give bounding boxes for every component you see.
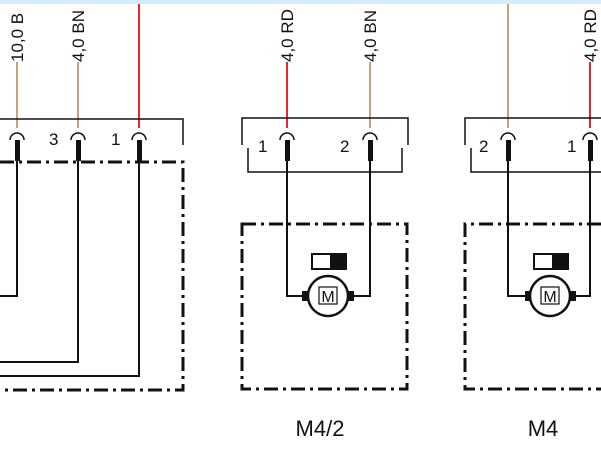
pin-socket [9, 132, 25, 141]
wire-label-10-0-b: 10,0 B [8, 13, 27, 62]
component-m4[interactable]: 4,0 RD 2 1 M M4 [463, 4, 601, 441]
motor-lead [348, 161, 371, 297]
wire-label-4-0-bn-m42: 4,0 BN [361, 10, 380, 62]
left-dashed-enclosure [0, 160, 185, 392]
internal-wire [0, 161, 79, 363]
pin-number: 3 [49, 130, 58, 149]
internal-wire [0, 161, 140, 377]
lead-terminal [345, 291, 354, 301]
pin-socket [70, 132, 86, 141]
wire-label-4-0-rd-m42: 4,0 RD [278, 9, 297, 62]
pin-bar [588, 140, 593, 161]
left-connector-frame [0, 118, 184, 145]
m4-connector-bottom [470, 148, 601, 173]
pin-bar [368, 140, 373, 161]
m4-connector-bracket [464, 117, 601, 145]
left-connector: 10,0 B 4,0 BN 3 1 [0, 4, 185, 392]
pin-number: 2 [479, 137, 488, 156]
svg-text:M: M [321, 289, 334, 306]
lead-terminal [302, 291, 311, 301]
pin-socket [362, 132, 378, 141]
m4-dashed-enclosure [463, 222, 601, 391]
component-m4-2[interactable]: 4,0 RD 4,0 BN 1 2 M M4/2 [240, 9, 409, 441]
pin-socket [279, 132, 295, 141]
switch-icon [533, 253, 569, 270]
pin-bar [137, 140, 142, 161]
motor-lead [507, 161, 530, 297]
motor-lead [570, 161, 591, 297]
pin-socket [582, 132, 598, 141]
internal-wire [0, 161, 18, 297]
motor-icon: M [528, 274, 572, 318]
pin-number: 1 [258, 137, 267, 156]
svg-text:M: M [543, 289, 556, 306]
pin-socket [131, 132, 147, 141]
pin-number: 1 [111, 130, 120, 149]
wire-label-4-0-bn-left: 4,0 BN [69, 10, 88, 62]
pin-bar [506, 140, 511, 161]
pin-bar [15, 140, 20, 161]
top-highlight-bar [0, 0, 601, 4]
pin-number: 2 [340, 137, 349, 156]
m42-connector-bottom [247, 148, 403, 173]
wire-label-4-0-rd-m4: 4,0 RD [581, 9, 600, 62]
m42-dashed-enclosure [240, 222, 409, 391]
pin-socket [500, 132, 516, 141]
pin-bar [76, 140, 81, 161]
switch-icon [311, 253, 347, 270]
component-label-m4: M4 [528, 416, 559, 441]
component-label-m4-2: M4/2 [296, 416, 345, 441]
motor-icon: M [306, 274, 350, 318]
pin-bar [285, 140, 290, 161]
m42-connector-bracket [241, 117, 409, 145]
lead-terminal [567, 291, 576, 301]
pin-number: 1 [567, 137, 576, 156]
motor-lead [286, 161, 308, 297]
